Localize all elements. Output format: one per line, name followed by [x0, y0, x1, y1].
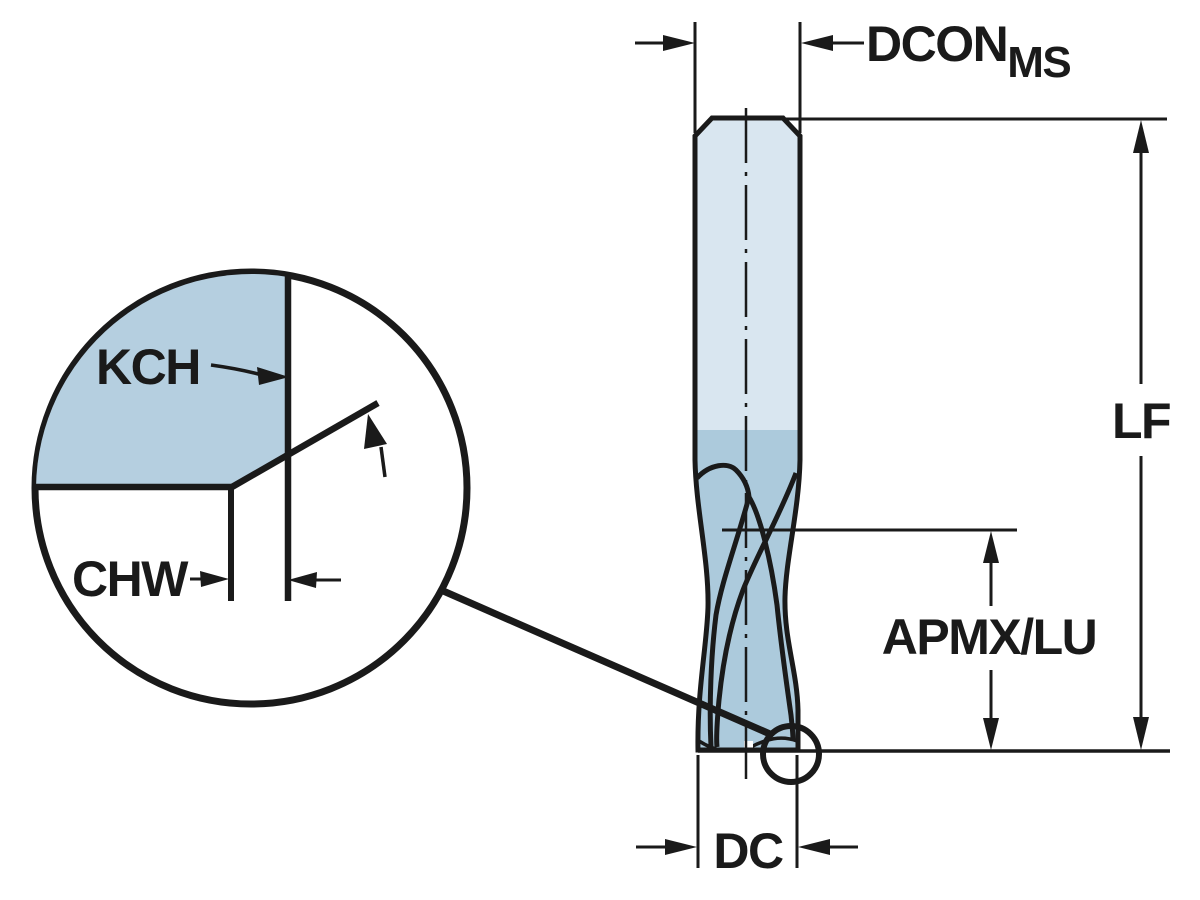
lf-arrow-down-icon — [1133, 717, 1149, 750]
tip-notch — [744, 741, 753, 750]
detail-source-circle — [760, 723, 822, 785]
label-apmx-lu: APMX/LU — [882, 609, 1097, 665]
kch-arrow-icon — [257, 367, 289, 385]
dimension-dc: DC — [636, 755, 858, 879]
label-chw: CHW — [72, 551, 189, 607]
dimension-lf: LF — [698, 117, 1172, 753]
detail-leader-line — [439, 586, 772, 738]
chamfer-pointer-arrow-icon — [364, 414, 387, 449]
chw-arrow-left-icon — [200, 571, 229, 587]
flute-edge-middle — [714, 472, 799, 748]
dc-arrow-right-icon — [798, 839, 830, 855]
detail-tool-corner-fill — [36, 273, 288, 487]
dimension-apmx-lu: APMX/LU — [722, 528, 1098, 750]
detail-chamfer-line — [230, 400, 380, 490]
dimension-dcon: DCONMS — [635, 16, 1072, 133]
shank-fill — [695, 118, 800, 430]
dcon-arrow-left-icon — [663, 35, 695, 51]
dcon-arrow-right-icon — [801, 35, 833, 51]
tool-fills — [695, 118, 800, 750]
label-dcon: DCONMS — [866, 16, 1070, 87]
detail-circle — [31, 268, 471, 708]
label-dc: DC — [713, 823, 783, 879]
detail-view-corner-chamfer: KCH CHW — [31, 268, 471, 708]
apmx-arrow-down-icon — [983, 718, 999, 750]
flute-edge-hook — [695, 462, 752, 498]
apmx-arrow-up-icon — [983, 531, 999, 563]
dc-arrow-left-icon — [665, 839, 697, 855]
end-mill-side-view — [692, 108, 803, 783]
label-lf: LF — [1112, 393, 1170, 449]
lf-arrow-up-icon — [1133, 120, 1149, 153]
chw-arrow-right-icon — [288, 572, 317, 588]
chamfer-pointer-shaft — [379, 446, 387, 478]
label-kch: KCH — [96, 339, 200, 395]
